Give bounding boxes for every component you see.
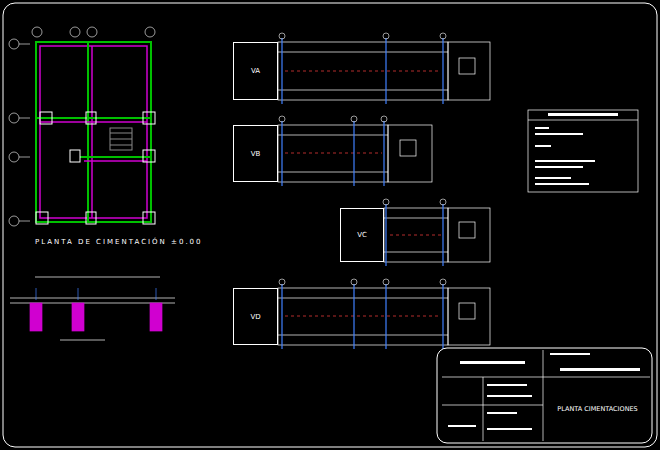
beam-name: VD xyxy=(250,313,260,321)
plan-title: PLANTA DE CIMENTACIÓN ±0.00 xyxy=(35,238,203,246)
title-block-cell: PLANTA CIMENTACIONES xyxy=(545,380,650,438)
beam-label-box: VD xyxy=(233,288,278,345)
beam-name: VA xyxy=(251,67,260,75)
beam-label-box: VC xyxy=(340,208,384,262)
sheet-title: PLANTA CIMENTACIONES xyxy=(557,405,637,413)
beam-name: VC xyxy=(357,231,367,239)
beam-label-box: VB xyxy=(233,125,278,182)
beam-label-box: VA xyxy=(233,42,278,100)
beam-name: VB xyxy=(251,150,261,158)
